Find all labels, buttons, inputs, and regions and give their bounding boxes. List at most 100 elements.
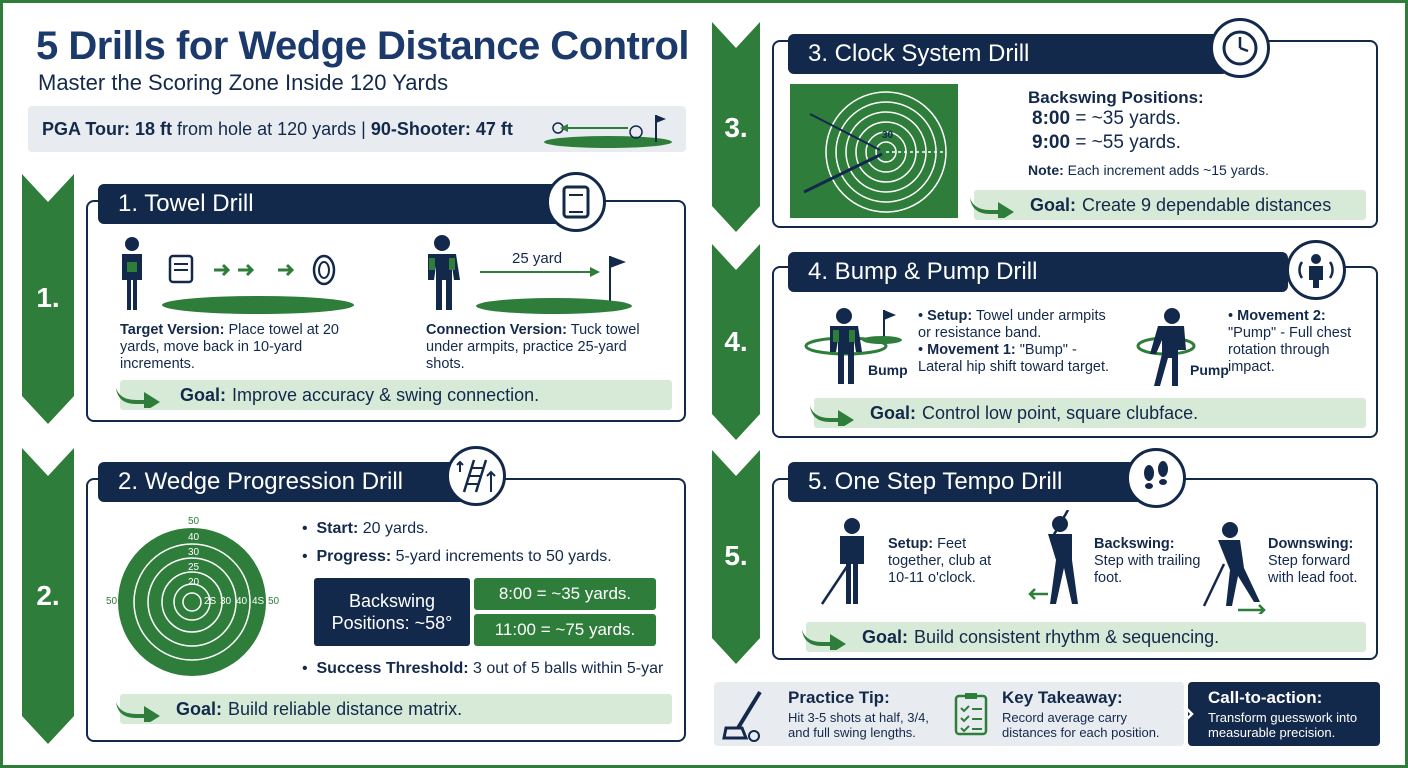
backswing-label: Backswing: [1094, 536, 1175, 552]
ring-label: 30 [188, 547, 200, 558]
clock-yards-1: = ~35 yards. [1075, 108, 1181, 129]
success-text: 3 out of 5 balls within 5-yar [473, 660, 664, 677]
drill-number-1: 1. [36, 282, 60, 313]
checklist-icon [954, 693, 988, 736]
ring-label: 20 [188, 577, 200, 588]
target-version-label: Target Version: [120, 322, 225, 338]
page-title: 5 Drills for Wedge Distance Control [36, 24, 690, 68]
bump-label: Bump [868, 362, 908, 378]
golfer-connection-icon [428, 235, 460, 310]
footsteps-icon [1126, 448, 1186, 508]
golfer-bump-figure [804, 308, 902, 384]
ring-side-label: 2S [204, 596, 217, 607]
drill-number-5: 5. [724, 540, 748, 571]
clock-time-1: 8:00 [1032, 108, 1071, 129]
stat-a-value: 18 ft [135, 119, 173, 139]
ladder-icon [446, 446, 506, 506]
tempo-backswing-text: Backswing:Step with trailing foot. [1094, 536, 1204, 587]
goal-text: Improve accuracy & swing connection. [232, 384, 540, 405]
tempo-setup-text: Setup: Feet together, club at 10-11 o'cl… [888, 536, 1008, 587]
clock-target-graphic [790, 84, 958, 218]
fairway-shape [162, 296, 354, 314]
tips-panel: Practice Tip: Hit 3-5 shots at half, 3/4… [714, 682, 1184, 746]
ring-side-label: 4S [252, 596, 265, 607]
drill-1-title: 1. Towel Drill [98, 184, 568, 224]
drill-number-4: 4. [724, 326, 748, 357]
clock-ring-label: 30 [882, 130, 894, 141]
drill-4-card: Bump • Setup: Towel under armpits or res… [772, 266, 1378, 438]
start-bullet: • Start: 20 yards. [302, 520, 429, 537]
stat-text: PGA Tour: 18 ft from hole at 120 yards |… [42, 119, 513, 140]
backswing-positions-box: Backswing Positions: ~58° [314, 578, 470, 646]
backswing-row-1: 8:00 = ~35 yards. [474, 578, 656, 610]
pump-text: • Movement 2: "Pump" - Full chest rotati… [1228, 308, 1352, 375]
clock-yards-2: = ~55 yards. [1075, 132, 1181, 153]
goal-text: Control low point, square clubface. [922, 402, 1199, 423]
chevron-right-icon [1183, 705, 1194, 723]
setup-text: Feet together, club at 10-11 o'clock. [888, 536, 992, 586]
drill-3-title: 3. Clock System Drill [788, 34, 1228, 74]
pump-label: Pump [1190, 362, 1229, 378]
clock-bs-row-2: 9:00 = ~55 yards. [1032, 132, 1181, 154]
golfer-icon [122, 237, 255, 310]
target-rings [118, 528, 266, 676]
stat-b-value: 47 ft [475, 119, 513, 139]
golfer-backswing-figure [1028, 510, 1078, 604]
practice-tip-text: Hit 3-5 shots at half, 3/4, and full swi… [788, 710, 929, 740]
progress-text: 5-yard increments to 50 yards. [395, 548, 612, 565]
ring-side-label: 50 [268, 596, 280, 607]
setup-label: Setup: [888, 536, 934, 552]
golfer-downswing-figure [1202, 522, 1266, 614]
backswing-text: Step with trailing foot. [1094, 553, 1201, 586]
ring-side-label: 30 [220, 596, 232, 607]
putting-green-icon [544, 115, 672, 148]
towel-icon [546, 172, 606, 232]
goal-text: Build reliable distance matrix. [228, 698, 463, 719]
goal-label: Goal: [180, 384, 227, 405]
movement-2-text: "Pump" - Full chest rotation through imp… [1228, 325, 1352, 375]
goal-arrow-icon [802, 630, 846, 650]
cta-text: Transform guesswork into measurable prec… [1208, 710, 1358, 740]
chevron-marker-5 [712, 450, 760, 664]
chevron-marker-1 [22, 174, 74, 424]
clock-bs-heading: Backswing Positions: [1028, 88, 1204, 107]
stat-bar: PGA Tour: 18 ft from hole at 120 yards |… [28, 106, 686, 152]
clock-time-2: 9:00 [1032, 132, 1071, 153]
ring-side-label: 40 [236, 596, 248, 607]
target-version-body: Place towel at 20 yards, move back in 10… [120, 322, 339, 372]
success-label: Success Threshold: [316, 660, 469, 677]
target-version-text: Target Version: Place towel at 20 yards,… [120, 322, 345, 373]
ring-label-left: 50 [106, 596, 118, 607]
cta-title: Call-to-action: [1208, 688, 1323, 707]
drill-5-card: Setup: Feet together, club at 10-11 o'cl… [772, 478, 1378, 660]
stat-a-rest: from hole at 120 yards | [177, 119, 366, 139]
drill-2-goal-bar: Goal: Build reliable distance matrix. [116, 694, 672, 724]
movement-1-label: Movement 1: [927, 342, 1016, 358]
clock-bs-row-1: 8:00 = ~35 yards. [1032, 108, 1181, 130]
chevron-marker-2 [22, 448, 74, 744]
call-to-action-panel: Call-to-action: Transform guesswork into… [1183, 682, 1380, 746]
clock-icon [1210, 18, 1270, 78]
progress-bullet: • Progress: 5-yard increments to 50 yard… [302, 548, 612, 565]
goal-text: Build consistent rhythm & sequencing. [914, 626, 1220, 647]
drill-number-3: 3. [724, 112, 748, 143]
downswing-label: Downswing: [1268, 536, 1354, 552]
drill-5-title: 5. One Step Tempo Drill [788, 462, 1148, 502]
chevron-marker-4 [712, 244, 760, 440]
downswing-text: Step forward with lead foot. [1268, 553, 1358, 586]
setup-text: Towel under armpits or resistance band. [918, 308, 1106, 341]
backswing-row-2: 11:00 = ~75 yards. [474, 614, 656, 646]
goal-arrow-icon [810, 406, 854, 426]
goal-label: Goal: [870, 402, 917, 423]
ring-label-top: 50 [188, 516, 200, 527]
goal-arrow-icon [970, 198, 1014, 218]
distance-arrow-flag [476, 256, 632, 314]
clock-note: Note: Each increment adds ~15 yards. [1028, 162, 1269, 178]
drill-4-goal-bar: Goal: Control low point, square clubface… [810, 398, 1366, 428]
golf-club-icon [722, 690, 762, 742]
note-label: Note: [1028, 162, 1064, 178]
drill-2-card: 50 40 30 25 20 50 2S 30 40 4S 50 • Start… [86, 478, 686, 742]
goal-label: Goal: [862, 626, 909, 647]
goal-label: Goal: [176, 698, 223, 719]
